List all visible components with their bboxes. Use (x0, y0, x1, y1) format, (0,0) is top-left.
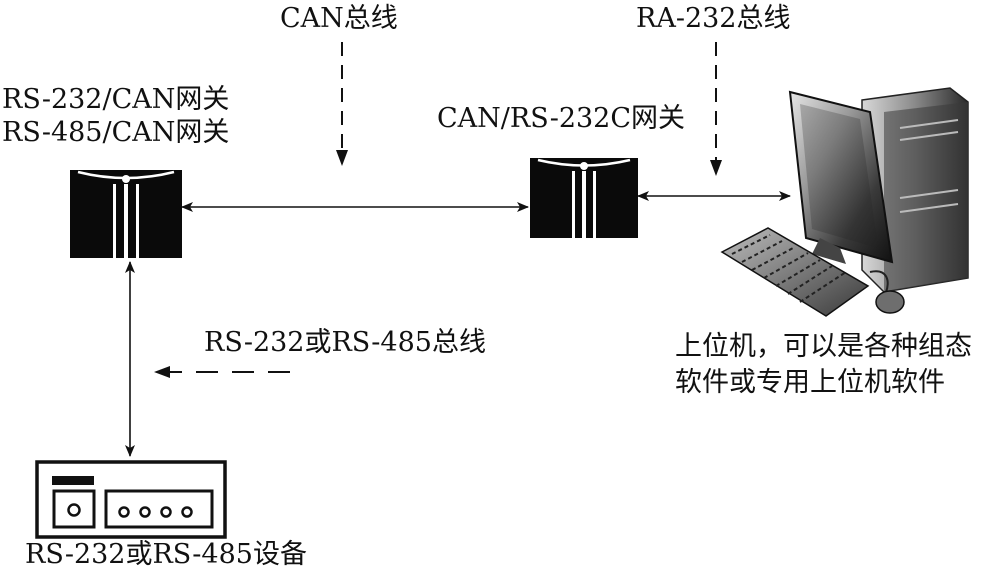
left-gateway-label-2: RS-485/CAN网关 (2, 117, 230, 148)
serial-bus-pointer (154, 366, 290, 378)
right-gateway-label: CAN/RS-232C网关 (437, 103, 686, 134)
device-label: RS-232或RS-485设备 (25, 539, 307, 570)
ra232-bus-pointer (710, 42, 722, 176)
left-gateway-icon (70, 170, 182, 258)
desktop-computer-icon (720, 87, 969, 317)
can-bus-label: CAN总线 (280, 3, 398, 34)
right-gateway-icon (530, 158, 638, 238)
can-bus-pointer (336, 42, 348, 166)
serial-bus-label: RS-232或RS-485总线 (204, 327, 486, 358)
ra232-bus-label: RA-232总线 (636, 3, 791, 34)
computer-label-2: 软件或专用上位机软件 (675, 367, 945, 398)
left-gateway-label-1: RS-232/CAN网关 (2, 84, 230, 115)
computer-label-1: 上位机，可以是各种组态 (675, 331, 972, 362)
serial-device-icon (35, 460, 227, 539)
